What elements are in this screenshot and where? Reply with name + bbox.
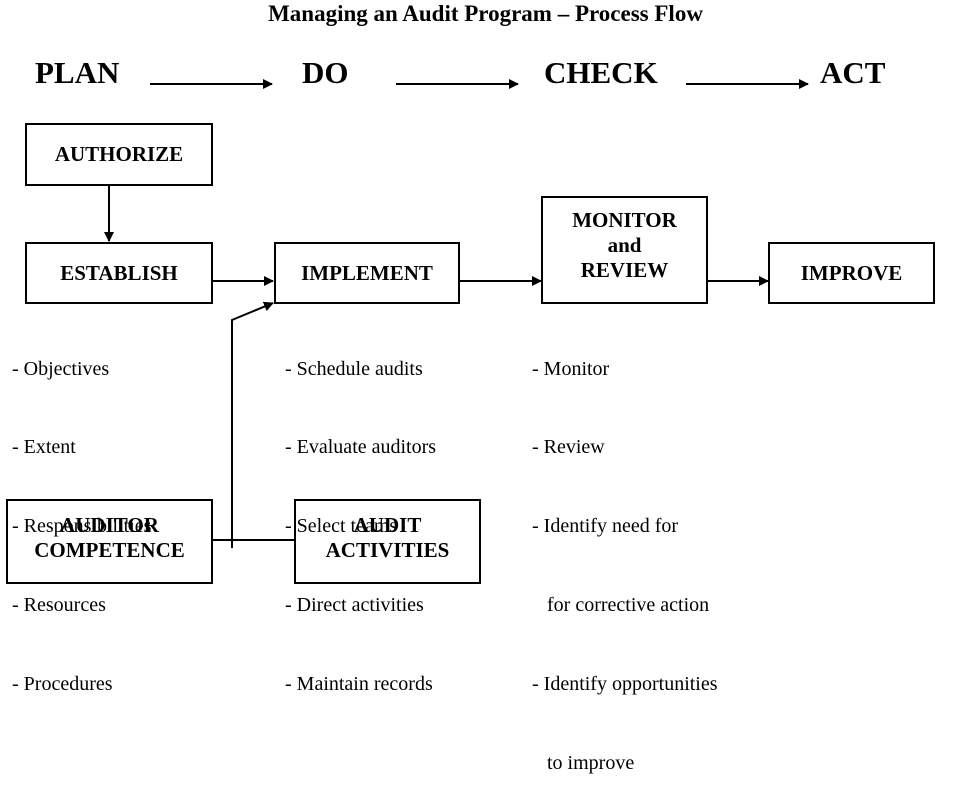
diagram-title: Managing an Audit Program – Process Flow: [268, 1, 703, 26]
phase-do: DO: [302, 55, 349, 90]
monitor-label-line3: REVIEW: [580, 258, 669, 282]
establish-list: - Objectives - Extent - Responsibilities…: [12, 303, 151, 724]
activities-label-line1: AUDIT: [353, 512, 422, 537]
list-item: for corrective action: [532, 594, 710, 617]
implement-list: - Schedule audits - Evaluate auditors - …: [285, 303, 436, 724]
authorize-label: AUTHORIZE: [54, 142, 184, 166]
list-item: - Responsibilities: [12, 515, 152, 538]
activities-label-line2: ACTIVITIES: [325, 537, 450, 562]
list-item: - Direct activities: [285, 594, 424, 617]
connector-lines: [104, 79, 809, 548]
phase-check: CHECK: [544, 55, 658, 90]
list-item: - Evaluate auditors: [285, 436, 437, 459]
competence-label-line2: COMPETENCE: [34, 537, 185, 562]
improve-label: IMPROVE: [800, 260, 903, 285]
box-authorize: AUTHORIZE: [25, 123, 213, 186]
box-audit-activities: AUDIT ACTIVITIES: [294, 499, 481, 584]
box-improve: IMPROVE: [768, 242, 935, 304]
list-item: - Review: [532, 436, 605, 459]
phase-act: ACT: [820, 55, 886, 90]
box-monitor-review: MONITOR and REVIEW: [541, 196, 708, 304]
monitor-label-line1: MONITOR: [572, 208, 677, 232]
box-establish: ESTABLISH: [25, 242, 213, 304]
implement-label: IMPLEMENT: [301, 260, 433, 285]
list-item: to improve: [532, 752, 635, 775]
arrow-feedback-implement: [231, 301, 274, 548]
list-item: - Maintain records: [285, 673, 433, 696]
list-item: - Objectives: [12, 357, 110, 380]
list-item: - Identify need for: [532, 515, 679, 538]
phase-plan: PLAN: [35, 55, 120, 90]
list-item: - Schedule audits: [285, 357, 423, 380]
list-item: - Resources: [12, 594, 106, 617]
monitor-list: - Monitor - Review - Identify need for f…: [532, 303, 718, 803]
monitor-label-line2: and: [607, 233, 642, 257]
list-item: - Procedures: [12, 673, 113, 696]
competence-label-line1: AUDITOR: [60, 512, 159, 537]
box-auditor-competence: AUDITOR COMPETENCE: [6, 499, 213, 584]
box-implement: IMPLEMENT: [274, 242, 460, 304]
list-item: - Monitor: [532, 357, 610, 380]
establish-label: ESTABLISH: [60, 260, 178, 285]
list-item: - Select teams: [285, 515, 398, 538]
list-item: - Identify opportunities: [532, 673, 718, 696]
list-item: - Extent: [12, 436, 76, 459]
